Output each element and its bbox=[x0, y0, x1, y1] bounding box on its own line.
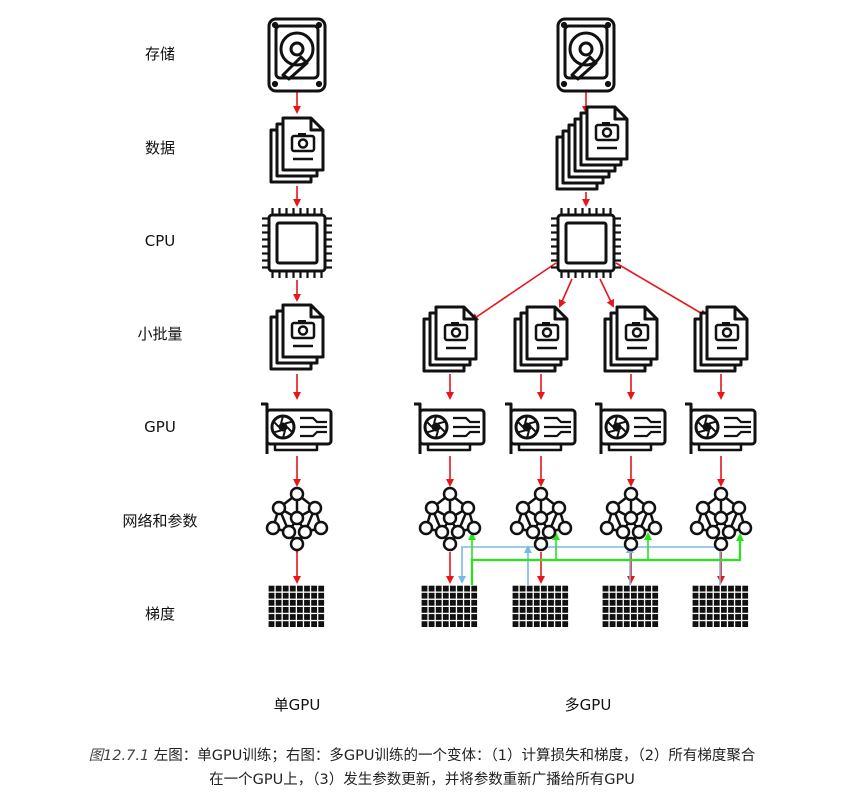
gradient-grid-icon bbox=[692, 585, 749, 627]
neural-network-icon bbox=[599, 486, 663, 552]
row-label-gradient: 梯度 bbox=[144, 605, 175, 623]
caption-line-1: 图12.7.1 左图：单GPU训练；右图：多GPU训练的一个变体：（1）计算损失… bbox=[0, 744, 844, 768]
arrow-cpu-to-minibatch-2 bbox=[558, 278, 573, 308]
row-label-network: 网络和参数 bbox=[122, 512, 198, 530]
gpu-card-icon bbox=[261, 402, 333, 454]
diagram-canvas bbox=[261, 17, 757, 627]
row-label-storage: 存储 bbox=[144, 45, 175, 63]
gradient-grid-icon bbox=[602, 585, 659, 627]
image-file-icon bbox=[422, 305, 478, 373]
neural-network-icon bbox=[418, 486, 482, 552]
hard-drive-icon bbox=[267, 17, 327, 93]
row-label-gpu: GPU bbox=[144, 418, 176, 436]
image-file-icon bbox=[555, 105, 629, 191]
image-file-icon bbox=[693, 305, 749, 373]
cpu-chip-icon bbox=[551, 208, 621, 278]
row-label-data: 数据 bbox=[144, 139, 175, 157]
gpu-card-icon bbox=[505, 402, 577, 454]
arrows-layer bbox=[293, 92, 744, 585]
arrow-cpu-to-minibatch-4 bbox=[615, 262, 708, 318]
column-label-single-gpu: 单GPU bbox=[273, 696, 321, 714]
arrow-aggregate-gradients bbox=[458, 546, 721, 584]
cpu-chip-icon bbox=[262, 208, 332, 278]
image-file-icon bbox=[513, 305, 569, 373]
caption-figure-number: 图12.7.1 bbox=[88, 748, 150, 764]
image-file-icon bbox=[269, 116, 325, 184]
arrow-cpu-to-minibatch-3 bbox=[599, 278, 615, 308]
row-label-cpu: CPU bbox=[144, 232, 176, 250]
arrow-broadcast-params bbox=[470, 533, 744, 585]
gradient-grid-icon bbox=[421, 585, 478, 627]
figure-caption: 图12.7.1 左图：单GPU训练；右图：多GPU训练的一个变体：（1）计算损失… bbox=[0, 744, 844, 792]
row-label-minibatch: 小批量 bbox=[137, 325, 183, 343]
arrow-cpu-to-minibatch-1 bbox=[470, 262, 557, 322]
icons-layer bbox=[261, 17, 757, 627]
neural-network-icon bbox=[689, 486, 753, 552]
gpu-card-icon bbox=[595, 402, 667, 454]
image-file-icon bbox=[269, 303, 325, 371]
neural-network-icon bbox=[509, 486, 573, 552]
caption-line-2: 在一个GPU上，（3）发生参数更新，并将参数重新广播给所有GPU bbox=[209, 772, 635, 788]
image-file-icon bbox=[603, 305, 659, 373]
neural-network-icon bbox=[265, 486, 329, 552]
gradient-grid-icon bbox=[512, 585, 569, 627]
gradient-grid-icon bbox=[268, 585, 325, 627]
gpu-card-icon bbox=[414, 402, 486, 454]
column-label-multi-gpu: 多GPU bbox=[564, 696, 612, 714]
hard-drive-icon bbox=[556, 17, 616, 93]
gpu-card-icon bbox=[685, 402, 757, 454]
caption-text-1: 左图：单GPU训练；右图：多GPU训练的一个变体：（1）计算损失和梯度，（2）所… bbox=[153, 748, 756, 764]
